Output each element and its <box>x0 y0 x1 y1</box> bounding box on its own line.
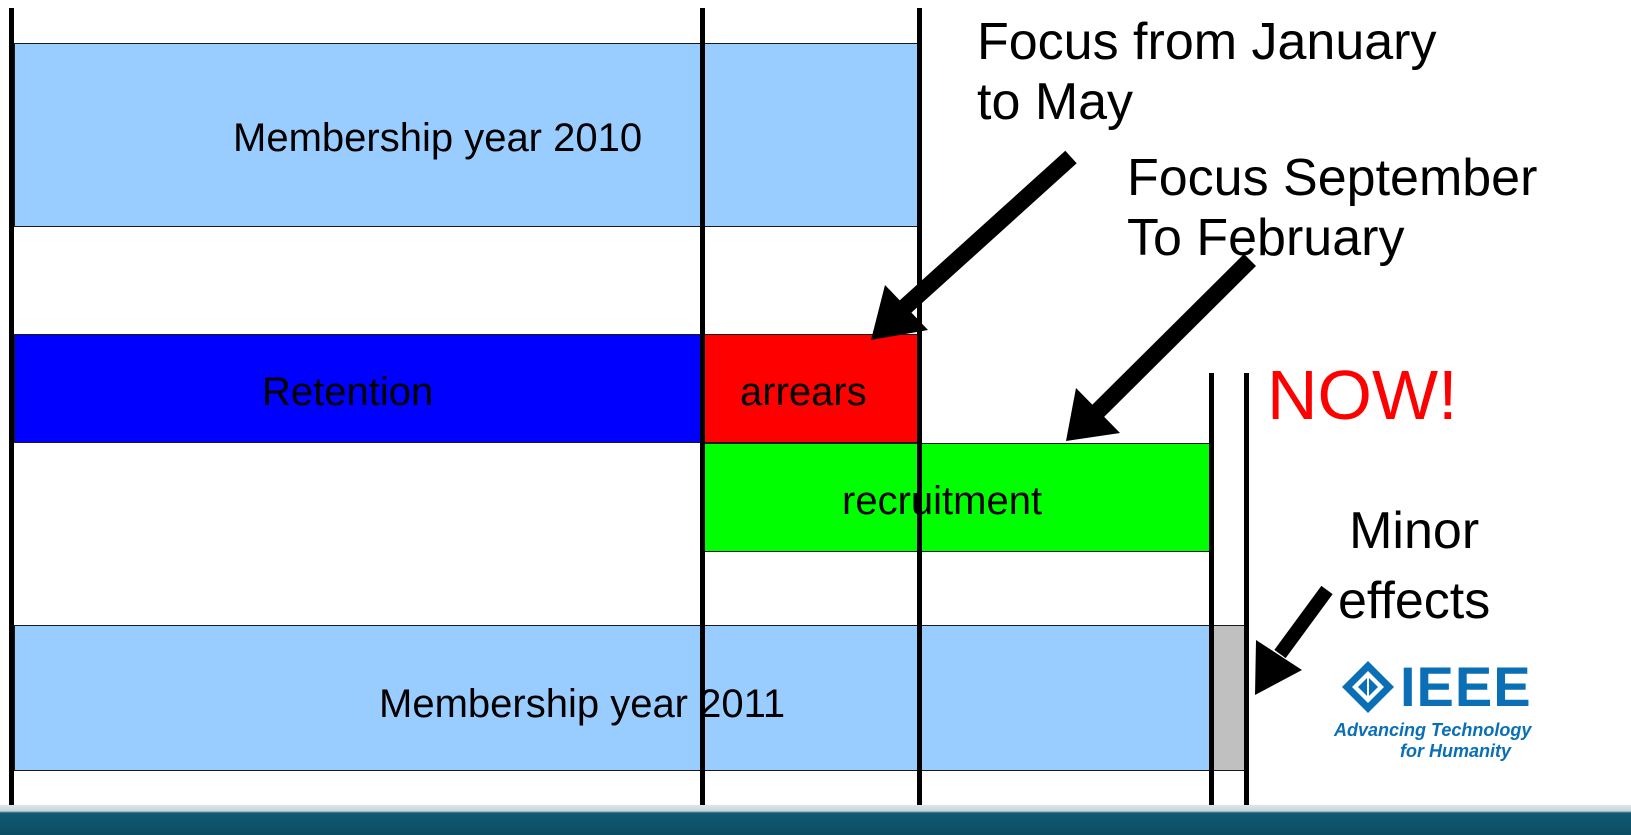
minor-effects-note: Minor effects <box>1338 505 1490 627</box>
focus-sep-feb-note: Focus September To February <box>1127 152 1537 264</box>
arrow-to-recruitment <box>1066 253 1256 441</box>
recruitment-label: recruitment <box>842 479 1043 523</box>
timeline-may-line <box>700 8 705 835</box>
focus-jan-may-line1: Focus from January <box>977 13 1437 71</box>
membership-2010-label: Membership year 2010 <box>233 116 643 160</box>
focus-sep-feb-line1: Focus September <box>1127 149 1538 207</box>
focus-jan-may-note: Focus from January to May <box>977 16 1437 128</box>
retention-label: Retention <box>262 370 434 414</box>
timeline-february-line <box>1209 373 1214 835</box>
minor-line2: effects <box>1338 572 1491 630</box>
retention-bar <box>14 334 704 443</box>
arrow-to-minor-block <box>1255 585 1333 695</box>
ieee-wordmark: IEEE <box>1400 655 1532 718</box>
membership-2010-bar <box>14 43 920 227</box>
recruitment-bar <box>704 443 1212 552</box>
focus-sep-feb-line2: To February <box>1127 209 1405 267</box>
focus-jan-may-line2: to May <box>977 73 1134 131</box>
ieee-diamond-icon <box>1342 661 1394 713</box>
ieee-tagline-line1: Advancing Technology <box>1334 720 1532 740</box>
membership-2011-bar <box>14 625 1212 771</box>
arrears-bar <box>704 334 920 443</box>
timeline-start-line <box>9 8 14 835</box>
footer-band <box>0 805 1631 835</box>
membership-2011-label: Membership year 2011 <box>379 682 786 726</box>
timeline-now-line <box>1244 373 1249 835</box>
ieee-logo: IEEE Advancing Technology for Humanity <box>1334 655 1593 795</box>
arrears-label: arrears <box>740 370 867 414</box>
minor-line1: Minor <box>1349 502 1480 560</box>
arrow-to-arrears <box>871 150 1077 340</box>
now-label: NOW! <box>1267 356 1458 434</box>
ieee-tagline-line2: for Humanity <box>1400 741 1512 761</box>
timeline-august-line <box>917 8 922 835</box>
